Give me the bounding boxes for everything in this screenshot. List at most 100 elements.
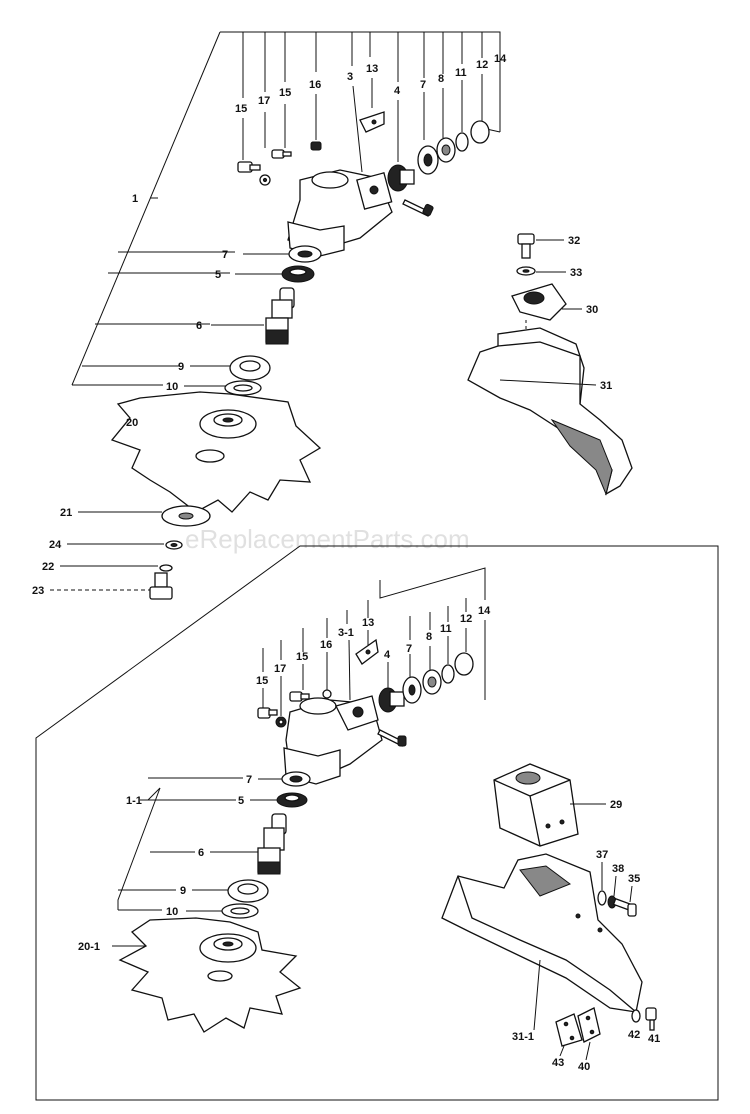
shaft-6-b: [257, 813, 287, 875]
label-41: 41: [648, 1033, 660, 1045]
label-42: 42: [628, 1029, 640, 1041]
label-43: 43: [552, 1057, 564, 1069]
bolt-long: [402, 199, 434, 217]
label-10: 10: [166, 381, 178, 393]
label-31: 31: [600, 380, 612, 392]
washer-17: [259, 174, 271, 186]
guard-31-1: [441, 853, 643, 1013]
clip-13: [359, 111, 385, 133]
label-7-b-lower: 7: [246, 774, 252, 786]
label-15b: 15: [279, 87, 291, 99]
nut-16: [310, 141, 322, 151]
label-14-b: 14: [478, 605, 491, 617]
bearing-7: [417, 145, 439, 175]
bolt-35: [612, 897, 637, 917]
bearing-7-b-lower: [281, 771, 311, 787]
label-35: 35: [628, 873, 640, 885]
bearing-9: [229, 355, 271, 381]
pinion-gear-4: [387, 164, 415, 192]
label-11: 11: [455, 67, 467, 79]
label-21: 21: [60, 507, 72, 519]
label-17-b: 17: [274, 663, 286, 675]
bottom-assembly: 15 17 15 16 3-1 13 4 7 8 11 12 14 7 5 1-…: [35, 545, 719, 1101]
bolt-23: [149, 572, 173, 600]
label-33: 33: [570, 267, 582, 279]
cup-washer-21: [161, 505, 211, 527]
shaft-6: [265, 287, 295, 345]
label-8: 8: [438, 73, 444, 85]
bearing-8-b: [422, 669, 442, 695]
label-7-b: 7: [406, 643, 412, 655]
clip-13-b: [355, 638, 379, 665]
snap-ring-12-b: [454, 652, 474, 676]
bolt-15-b2: [289, 691, 310, 702]
label-1-1: 1-1: [126, 795, 142, 807]
pinion-4-b: [378, 687, 405, 713]
washer-24: [165, 540, 183, 550]
top-assembly: 1 15 17 15 16 3 13 4 7 8 11 12 14 7 5 6 …: [32, 31, 633, 600]
label-7: 7: [420, 79, 426, 91]
guard-31: [467, 327, 633, 496]
bearing-7-lower: [288, 245, 322, 263]
bolt-15b: [271, 149, 292, 159]
plate-43: [555, 1013, 583, 1047]
bearing-8: [436, 137, 456, 163]
bolt-long-b: [377, 729, 407, 747]
label-12: 12: [476, 59, 488, 71]
snap-ring-12: [470, 120, 490, 144]
label-4: 4: [394, 85, 401, 97]
label-23: 23: [32, 585, 44, 597]
label-8-b: 8: [426, 631, 432, 643]
label-13: 13: [366, 63, 378, 75]
spacer-11: [455, 132, 469, 152]
nut-16-b: [322, 689, 332, 699]
washer-37: [597, 890, 607, 906]
gear-case: [287, 169, 393, 257]
washer-33: [516, 266, 536, 276]
gear-5: [281, 265, 315, 283]
label-15-b1: 15: [256, 675, 268, 687]
label-40: 40: [578, 1061, 590, 1073]
label-29: 29: [610, 799, 622, 811]
washer-42: [631, 1009, 641, 1023]
blade-20: [110, 391, 322, 513]
label-3-1: 3-1: [338, 627, 354, 639]
washer-10-b: [221, 903, 259, 919]
label-9-b: 9: [180, 885, 186, 897]
label-5: 5: [215, 269, 221, 281]
bolt-32: [517, 233, 535, 259]
label-13-b: 13: [362, 617, 374, 629]
label-30: 30: [586, 304, 598, 316]
bearing-9-b: [227, 879, 269, 903]
washer-22: [159, 564, 173, 572]
label-20-1: 20-1: [78, 941, 100, 953]
label-12-b: 12: [460, 613, 472, 625]
gear-case-2: [283, 695, 383, 785]
bolt-41: [645, 1007, 657, 1031]
label-6-b: 6: [198, 847, 204, 859]
label-22: 22: [42, 561, 54, 573]
label-24: 24: [49, 539, 62, 551]
label-5-b: 5: [238, 795, 244, 807]
label-32: 32: [568, 235, 580, 247]
label-3: 3: [347, 71, 353, 83]
label-15-b2: 15: [296, 651, 308, 663]
clamp-30: [511, 283, 567, 321]
bolt-15-b1: [257, 707, 278, 719]
label-11-b: 11: [440, 623, 452, 635]
watermark: eReplacementParts.com: [185, 524, 470, 554]
spacer-11-b: [441, 664, 455, 684]
label-17: 17: [258, 95, 270, 107]
bolt-15: [237, 161, 261, 173]
label-4-b: 4: [384, 649, 391, 661]
label-6: 6: [196, 320, 202, 332]
washer-17-b: [275, 716, 287, 728]
label-16: 16: [309, 79, 321, 91]
label-37: 37: [596, 849, 608, 861]
label-38: 38: [612, 863, 624, 875]
top-frame-line: [220, 31, 501, 60]
gear-5-b: [276, 792, 308, 808]
label-1: 1: [132, 193, 138, 205]
top-bracket-diagonal: [71, 31, 221, 386]
